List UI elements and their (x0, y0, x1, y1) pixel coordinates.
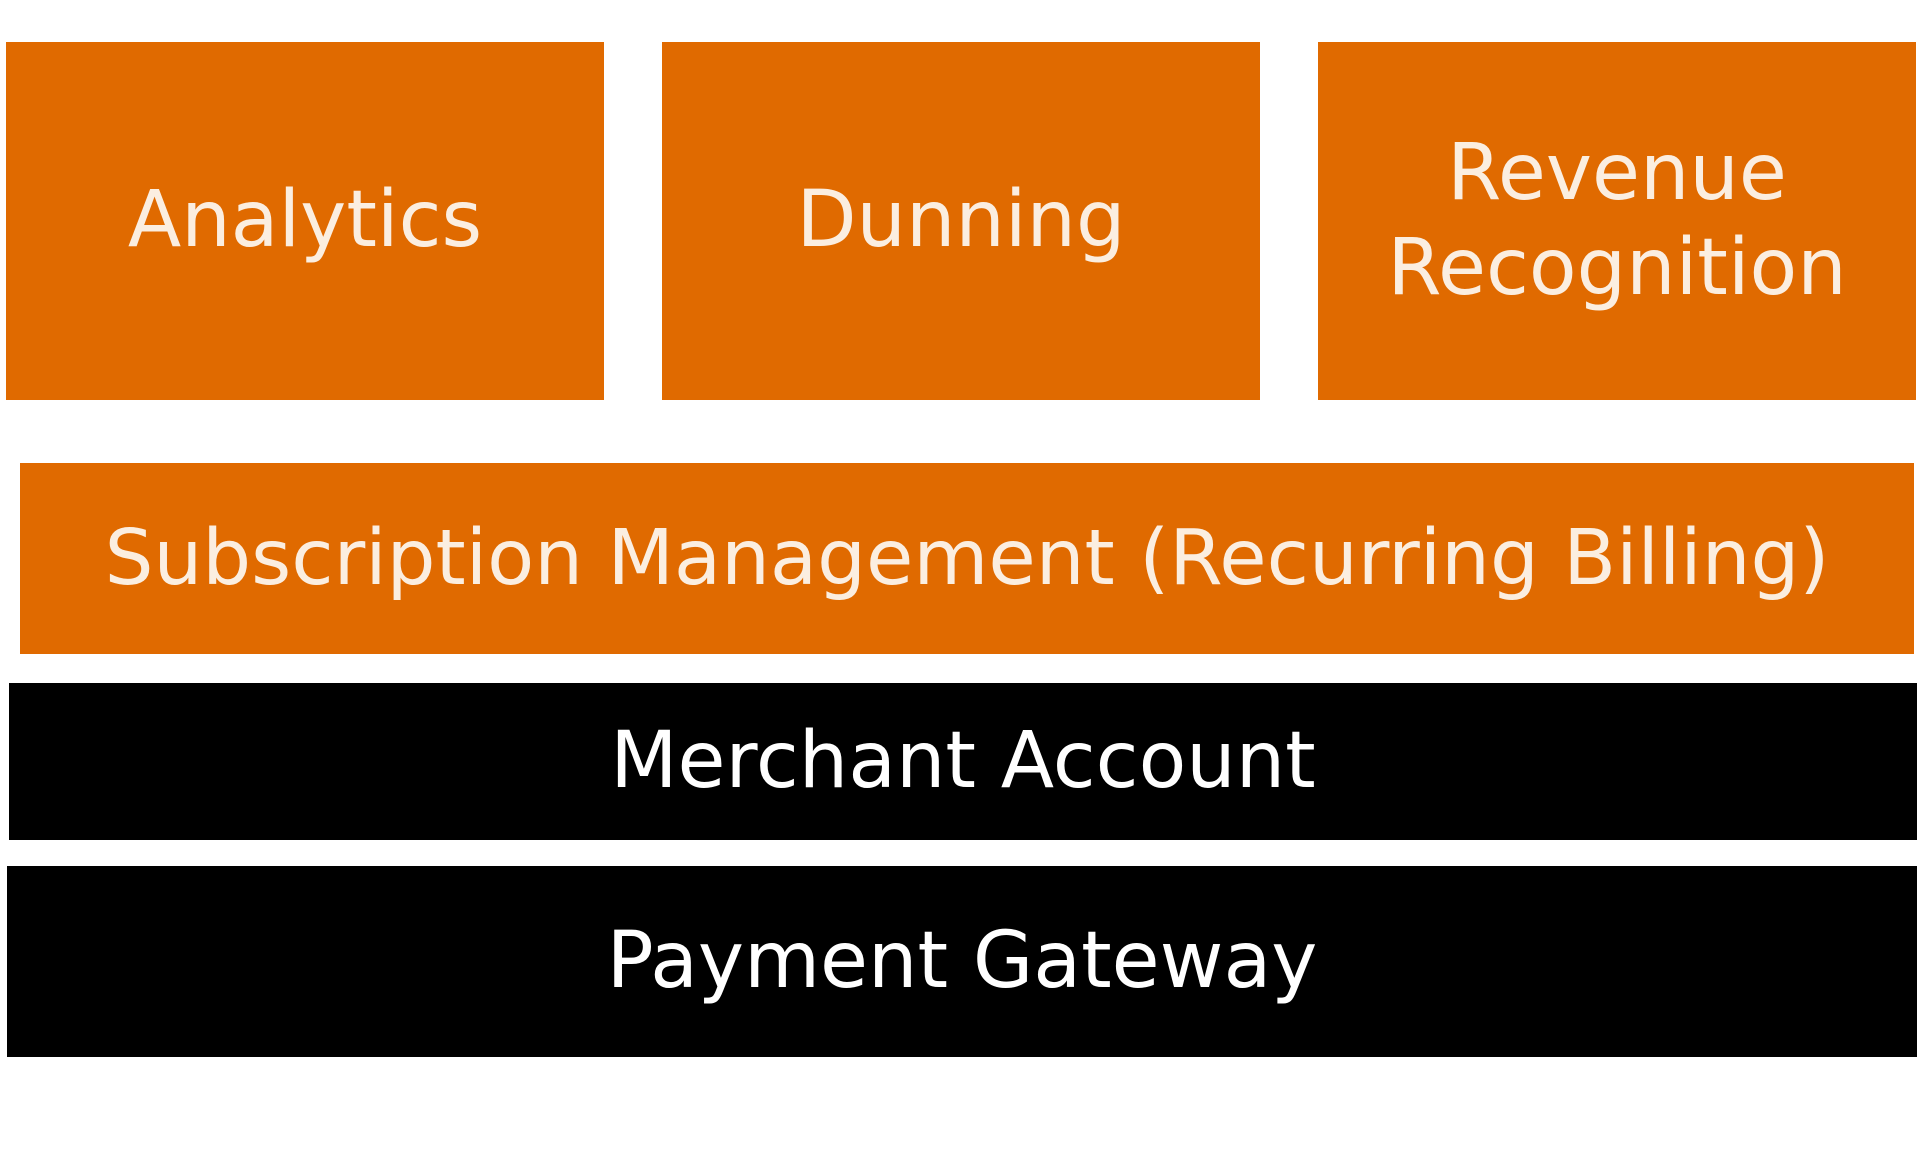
subscription-management-label: Subscription Management (Recurring Billi… (104, 513, 1830, 603)
analytics-block: Analytics (6, 42, 604, 400)
payment-gateway-layer: Payment Gateway (7, 866, 1917, 1057)
merchant-account-label: Merchant Account (610, 715, 1316, 806)
merchant-account-layer: Merchant Account (9, 683, 1917, 840)
subscription-management-layer: Subscription Management (Recurring Billi… (20, 463, 1914, 654)
revenue-recognition-label: Revenue Recognition (1387, 127, 1847, 313)
analytics-label: Analytics (127, 175, 483, 266)
dunning-label: Dunning (796, 175, 1126, 266)
payment-gateway-label: Payment Gateway (606, 915, 1318, 1006)
revenue-recognition-block: Revenue Recognition (1318, 42, 1916, 400)
dunning-block: Dunning (662, 42, 1260, 400)
